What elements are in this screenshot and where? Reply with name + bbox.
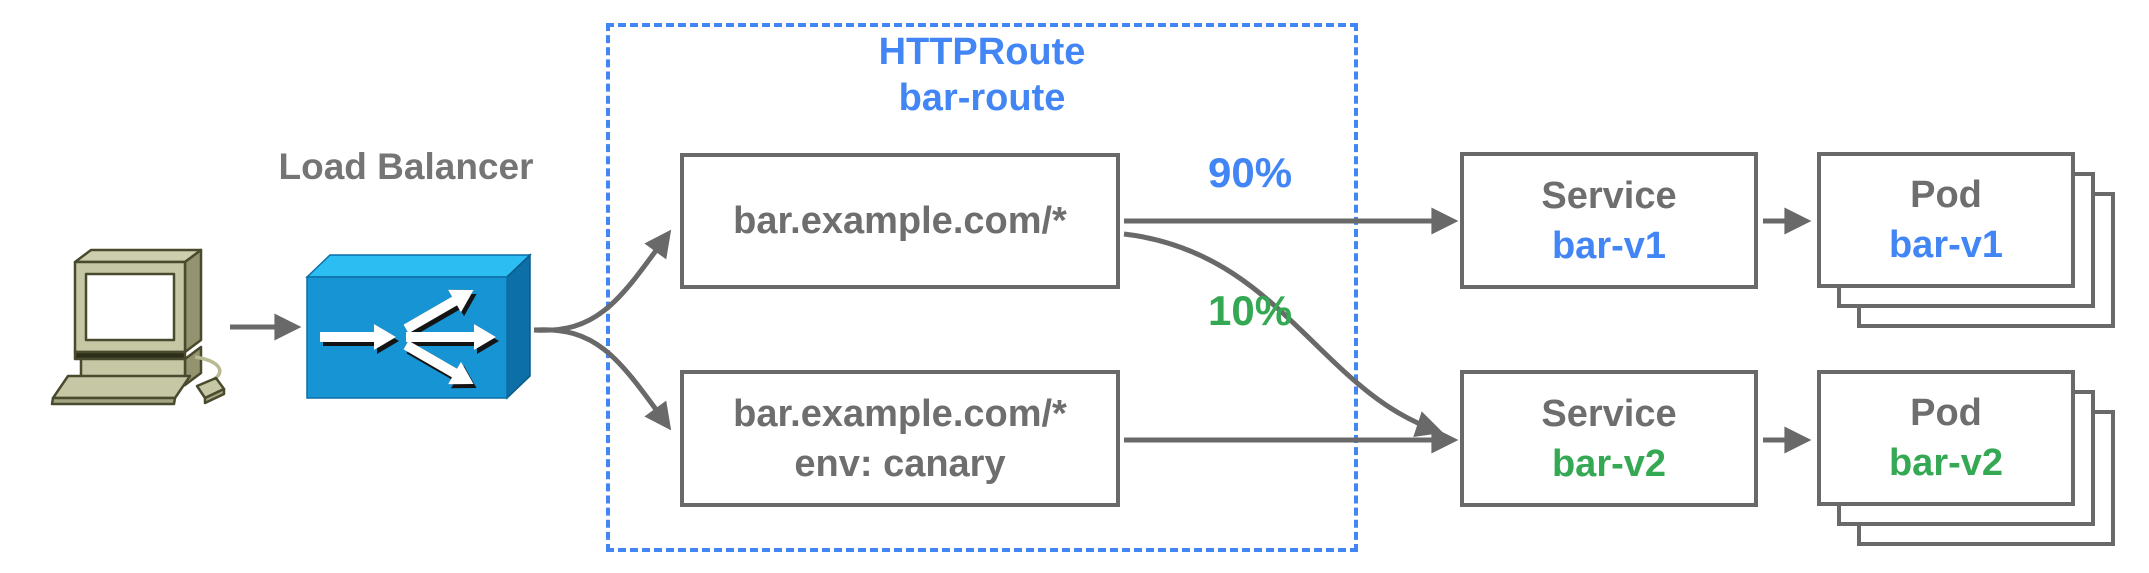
pod-name: bar-v2	[1888, 442, 2004, 484]
pod-type-label: Pod	[1910, 392, 1982, 434]
service-box-bar-v1: Service bar-v1	[1460, 152, 1758, 289]
pod-name: bar-v1	[1888, 224, 2004, 266]
lb-fanout-arrows-glyph	[320, 278, 499, 400]
service-name: bar-v2	[1551, 442, 1667, 485]
rule-1-match: bar.example.com/*	[733, 200, 1067, 242]
pod-card-front: Pod bar-v1	[1817, 152, 2075, 288]
service-box-bar-v2: Service bar-v2	[1460, 370, 1758, 507]
desktop-computer-icon	[50, 248, 226, 406]
httproute-title: HTTPRoute bar-route	[610, 29, 1354, 121]
route-rule-box-1: bar.example.com/*	[680, 153, 1120, 289]
service-name: bar-v1	[1551, 224, 1667, 267]
load-balancer-icon	[305, 253, 532, 400]
pod-stack-bar-v2: Pod bar-v2	[1817, 370, 2115, 547]
load-balancer-label: Load Balancer	[278, 146, 534, 187]
rule-2-header-match: env: canary	[794, 442, 1006, 485]
pod-card-front: Pod bar-v2	[1817, 370, 2075, 506]
pod-type-label: Pod	[1910, 174, 1982, 216]
service-type-label: Service	[1541, 392, 1677, 435]
service-type-label: Service	[1541, 174, 1677, 217]
httproute-name-label: bar-route	[898, 77, 1066, 119]
httproute-kind-label: HTTPRoute	[878, 31, 1086, 73]
route-rule-box-2: bar.example.com/* env: canary	[680, 370, 1120, 507]
pod-stack-bar-v1: Pod bar-v1	[1817, 152, 2115, 329]
rule-2-match: bar.example.com/*	[733, 392, 1067, 435]
weight-label-90: 90%	[1208, 149, 1293, 196]
weight-label-10: 10%	[1208, 287, 1293, 334]
